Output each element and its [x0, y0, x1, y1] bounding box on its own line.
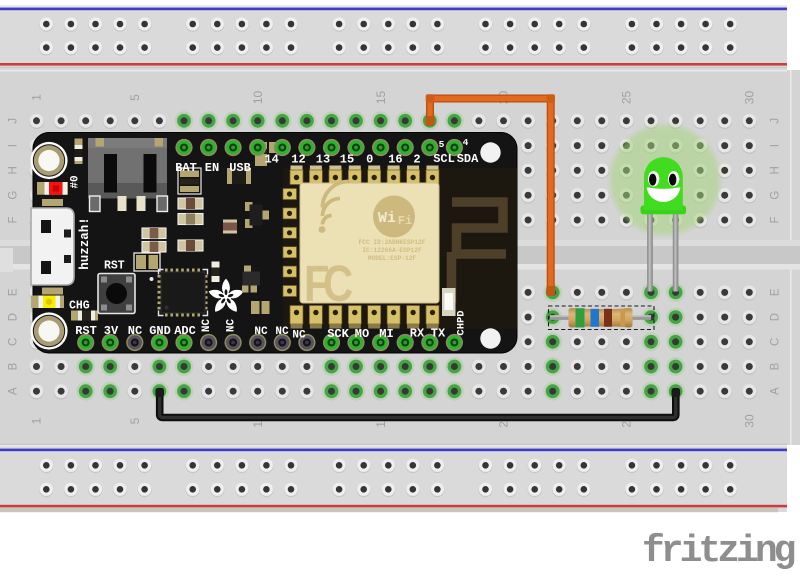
svg-text:NC: NC [201, 319, 213, 333]
svg-text:RX: RX [410, 327, 425, 341]
svg-text:16: 16 [388, 153, 402, 167]
svg-text:H: H [770, 166, 782, 174]
svg-text:NC: NC [128, 324, 142, 338]
svg-text:SCL: SCL [433, 152, 455, 166]
svg-text:4: 4 [463, 137, 469, 148]
svg-text:NC: NC [275, 326, 289, 338]
svg-text:I: I [770, 144, 782, 147]
svg-text:F: F [770, 216, 782, 223]
svg-text:J: J [770, 118, 782, 124]
svg-text:G: G [770, 191, 782, 200]
svg-text:FC: FC [304, 255, 353, 312]
svg-text:ADC: ADC [174, 324, 196, 338]
svg-text:B: B [8, 362, 20, 370]
svg-text:5: 5 [439, 139, 445, 150]
svg-text:C: C [770, 338, 782, 346]
svg-text:1: 1 [30, 417, 44, 424]
svg-text:H: H [8, 166, 20, 174]
svg-text:#0: #0 [70, 175, 82, 188]
svg-text:Fi: Fi [398, 214, 412, 228]
svg-text:C: C [8, 338, 20, 346]
svg-text:0: 0 [366, 153, 373, 167]
svg-text:MO: MO [355, 327, 369, 341]
svg-text:25: 25 [620, 91, 634, 105]
svg-text:J: J [8, 118, 20, 124]
svg-text:MI: MI [379, 327, 393, 341]
svg-text:IC:12266A-ESP12F: IC:12266A-ESP12F [362, 247, 422, 254]
svg-text:B: B [770, 362, 782, 370]
svg-text:15: 15 [374, 91, 388, 105]
svg-text:30: 30 [743, 414, 757, 428]
svg-text:I: I [8, 144, 20, 147]
svg-text:SCK: SCK [327, 327, 349, 341]
svg-text:NC: NC [292, 330, 306, 342]
svg-text:G: G [8, 191, 20, 200]
svg-text:Wi: Wi [378, 210, 396, 227]
svg-text:2: 2 [413, 153, 420, 167]
svg-text:CHG: CHG [69, 300, 90, 313]
svg-text:14: 14 [264, 153, 278, 167]
svg-text:F: F [8, 216, 20, 223]
svg-text:1: 1 [30, 94, 44, 101]
svg-text:RST: RST [75, 324, 97, 338]
svg-text:A: A [770, 387, 782, 395]
svg-text:D: D [770, 313, 782, 321]
svg-text:CHPD: CHPD [456, 310, 468, 335]
svg-text:E: E [770, 288, 782, 296]
svg-text:FCC ID:2ADHKESP12F: FCC ID:2ADHKESP12F [359, 239, 426, 246]
svg-text:30: 30 [743, 91, 757, 105]
svg-text:10: 10 [251, 91, 265, 105]
svg-text:12: 12 [291, 153, 305, 167]
svg-text:5: 5 [128, 417, 142, 424]
svg-text:SDA: SDA [457, 152, 479, 166]
svg-text:5: 5 [128, 94, 142, 101]
svg-text:3V: 3V [104, 324, 119, 338]
svg-text:E: E [8, 288, 20, 296]
svg-text:MODEL:ESP-12F: MODEL:ESP-12F [368, 255, 417, 262]
svg-text:15: 15 [340, 153, 354, 167]
svg-text:RST: RST [104, 260, 125, 273]
svg-text:D: D [8, 313, 20, 321]
svg-text:NC: NC [254, 326, 268, 338]
svg-text:TX: TX [431, 327, 446, 341]
svg-text:fritzing: fritzing [642, 530, 795, 573]
svg-text:huzzah!: huzzah! [78, 217, 92, 270]
svg-text:GND: GND [149, 324, 171, 338]
svg-text:EN: EN [205, 161, 219, 175]
svg-text:NC: NC [226, 319, 238, 333]
svg-text:13: 13 [316, 153, 330, 167]
svg-text:BAT: BAT [175, 161, 197, 175]
svg-text:A: A [8, 387, 20, 395]
svg-text:USB: USB [229, 161, 251, 175]
